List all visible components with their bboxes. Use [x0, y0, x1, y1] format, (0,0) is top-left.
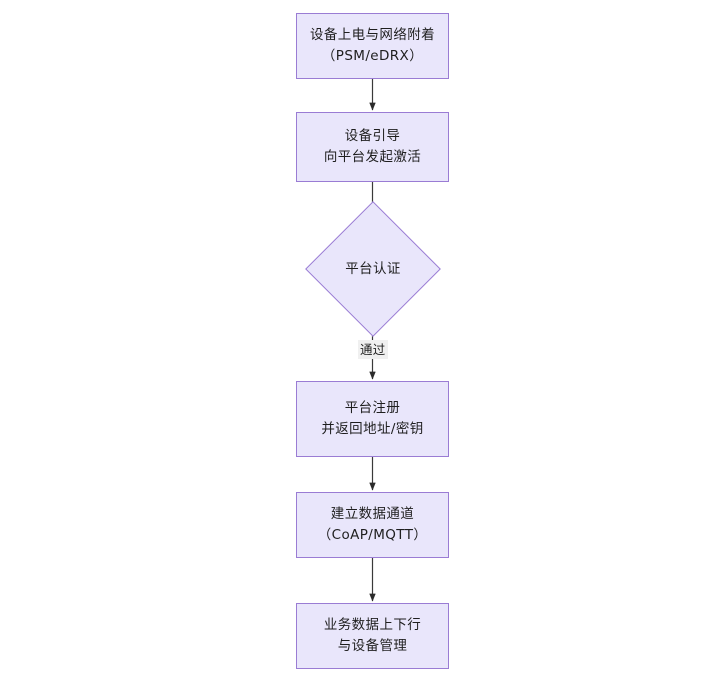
flow-node-platform-registration[interactable]: 平台注册 并返回地址/密钥 — [296, 381, 449, 457]
flow-node-platform-authentication[interactable]: 平台认证 — [305, 201, 441, 337]
flow-node-line1: 设备引导 — [344, 128, 401, 144]
flow-node-line1: 设备上电与网络附着 — [309, 27, 436, 43]
flow-node-line2: 向平台发起激活 — [323, 149, 422, 165]
flow-node-line2: （PSM/eDRX） — [321, 48, 424, 64]
flow-node-device-power-on[interactable]: 设备上电与网络附着 （PSM/eDRX） — [296, 13, 449, 79]
flow-node-line1: 业务数据上下行 — [323, 617, 422, 633]
flow-node-line1: 平台注册 — [344, 400, 401, 416]
flow-node-line1: 建立数据通道 — [330, 506, 415, 522]
flow-node-device-bootstrap[interactable]: 设备引导 向平台发起激活 — [296, 112, 449, 182]
flow-node-line1: 平台认证 — [345, 260, 401, 277]
flow-node-establish-data-channel[interactable]: 建立数据通道 （CoAP/MQTT） — [296, 492, 449, 558]
flow-node-business-data-and-device-management[interactable]: 业务数据上下行 与设备管理 — [296, 603, 449, 669]
flow-node-line2: 与设备管理 — [337, 638, 408, 654]
edge-label-pass: 通过 — [358, 340, 388, 359]
flow-node-line2: （CoAP/MQTT） — [317, 527, 428, 543]
flow-node-line2: 并返回地址/密钥 — [321, 421, 424, 437]
